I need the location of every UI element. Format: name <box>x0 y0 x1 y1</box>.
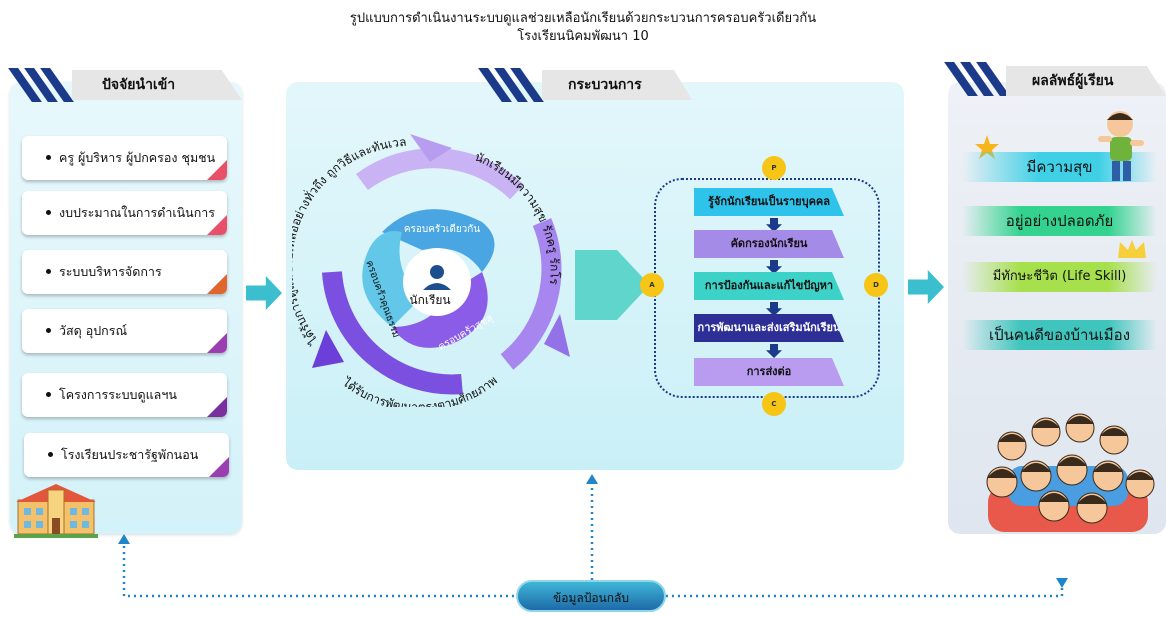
title-line-1: รูปแบบการดำเนินงานระบบดูแลช่วยเหลือนักเร… <box>349 11 817 26</box>
input-item: วัสดุ อุปกรณ์ <box>22 309 227 353</box>
process-step: คัดกรองนักเรียน <box>694 230 844 258</box>
input-item: งบประมาณในการดำเนินการ <box>22 191 227 235</box>
crown-icon <box>1118 240 1146 258</box>
family-cycle-diagram: นักเรียน ครอบครัวเดียวกัน ครอบครัวสุขสุ … <box>292 122 570 407</box>
pdca-c-badge: C <box>762 392 786 416</box>
pdca-d-badge: D <box>864 273 888 297</box>
diagram-title: รูปแบบการดำเนินงานระบบดูแลช่วยเหลือนักเร… <box>0 10 1166 46</box>
pdca-p-badge: P <box>762 156 786 180</box>
process-header-label: กระบวนการ <box>542 70 692 100</box>
funnel-connector <box>575 250 645 320</box>
segment-label: ครอบครัวเดียวกัน <box>404 223 481 235</box>
input-item: โครงการระบบดูแลฯน <box>22 373 227 417</box>
children-group-illustration <box>986 413 1155 532</box>
process-step: การป้องกันและแก้ไขปัญหา <box>694 272 844 300</box>
school-building-icon <box>14 484 98 538</box>
process-step: การพัฒนาและส่งเสริมนักเรียน <box>694 314 844 342</box>
input-item: โรงเรียนประชารัฐพักนอน <box>24 433 229 477</box>
feedback-label: ข้อมูลป้อนกลับ <box>516 580 666 612</box>
center-student-label: นักเรียน <box>409 293 450 307</box>
inputs-header-label: ปัจจัยนำเข้า <box>72 70 242 100</box>
input-item: ครู ผู้บริหาร ผู้ปกครอง ชุมชน <box>22 136 227 180</box>
outcomes-header-label: ผลลัพธ์ผู้เรียน <box>1006 66 1166 96</box>
happy-child-icon <box>1098 111 1144 181</box>
outcome-item: เป็นคนดีของบ้านเมือง <box>962 320 1157 350</box>
pdca-a-badge: A <box>640 273 664 297</box>
process-step: รู้จักนักเรียนเป็นรายบุคคล <box>694 188 844 216</box>
process-step: การส่งต่อ <box>694 358 844 386</box>
outcome-item: มีทักษะชีวิต (Life Skill) <box>962 262 1157 292</box>
title-line-2: โรงเรียนนิคมพัฒนา 10 <box>517 29 649 44</box>
input-item: ระบบบริหารจัดการ <box>22 250 227 294</box>
outcome-item: อยู่อย่างปลอดภัย <box>962 206 1157 236</box>
